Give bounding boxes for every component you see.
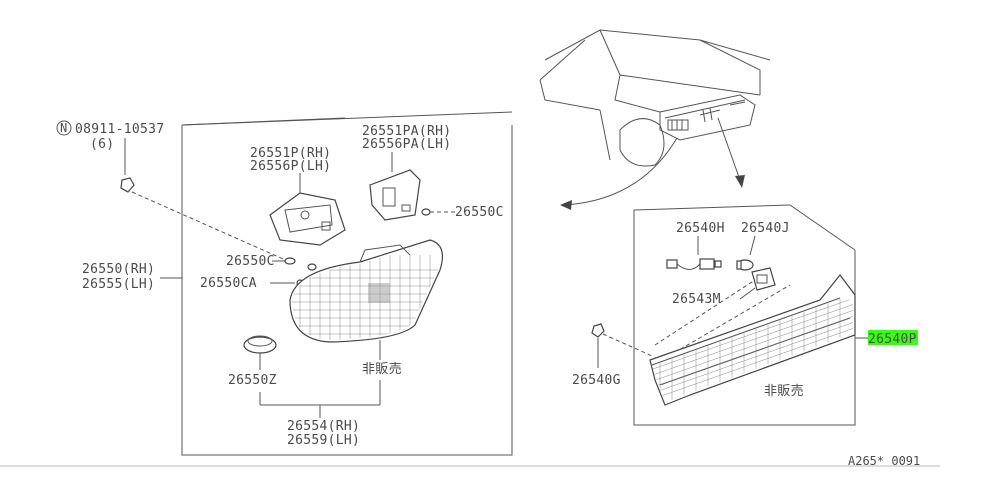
socket-p-icon — [269, 192, 346, 246]
bolt-icon — [120, 177, 135, 193]
svg-text:26550(RH): 26550(RH) — [82, 262, 155, 277]
socket-m-callout: 26543M — [672, 267, 776, 307]
bulb-c-right-icon — [421, 208, 431, 216]
highlight-box — [868, 330, 918, 345]
diagram-code-label: A265* 0091 — [848, 454, 920, 468]
socket-m-icon — [751, 267, 776, 291]
left-assembly-box — [181, 111, 513, 456]
clip-icon — [591, 323, 605, 338]
svg-text:26540G: 26540G — [572, 373, 621, 388]
svg-text:26540J: 26540J — [741, 221, 790, 236]
combination-lamp-lens — [289, 239, 443, 343]
car-rear-sketch — [539, 29, 771, 167]
bulb-c-left-icon — [284, 257, 296, 265]
socket-pa-callout: 26551PA(RH) 26556PA(LH) — [362, 124, 451, 221]
svg-text:26556PA(LH): 26556PA(LH) — [362, 137, 451, 152]
bolt-qty-label: (6) — [90, 137, 114, 152]
arrow-to-left-box — [560, 137, 678, 210]
bulb-j-callout: 26540J — [736, 221, 790, 271]
bulb-ca-callout: 26550CA — [200, 276, 304, 291]
svg-text:26551P(RH): 26551P(RH) — [250, 146, 331, 161]
highlight-part-label: 26540P — [868, 332, 917, 347]
arrow-to-right-box — [717, 117, 745, 188]
grommet-callout: 26550Z — [228, 335, 277, 388]
nfs-right-label: 非販売 — [764, 383, 804, 399]
lamp-assembly-label: 26550(RH) 26555(LH) — [82, 262, 182, 292]
socket-p-callout: 26551P(RH) 26556P(LH) — [250, 146, 346, 246]
harness-callout: 26540H — [666, 221, 725, 270]
bulb-c-left-callout: 26550C — [226, 254, 317, 271]
svg-text:26555(LH): 26555(LH) — [82, 277, 155, 292]
svg-text:非販売: 非販売 — [362, 361, 402, 377]
svg-text:26559(LH): 26559(LH) — [287, 433, 360, 448]
nfs-left-callout: 非販売 — [362, 340, 402, 405]
svg-text:26550C: 26550C — [455, 205, 504, 220]
svg-text:26543M: 26543M — [672, 292, 721, 307]
clip-callout: 26540G — [572, 323, 653, 388]
bolt-code-label: 08911-10537 — [75, 122, 164, 137]
svg-text:26550CA: 26550CA — [200, 276, 257, 291]
rear-finisher-panel — [649, 274, 856, 406]
harness-icon — [666, 258, 722, 270]
lens-part-bracket: 26554(RH) 26559(LH) — [259, 392, 380, 448]
svg-text:26550Z: 26550Z — [228, 373, 277, 388]
n-symbol: N — [60, 121, 67, 135]
svg-text:26554(RH): 26554(RH) — [287, 419, 360, 434]
bulb-c-right-callout: 26550C — [421, 205, 504, 220]
svg-text:26551PA(RH): 26551PA(RH) — [362, 124, 451, 139]
svg-text:26550C: 26550C — [226, 254, 275, 269]
highlighted-part-callout: 26540P — [855, 330, 918, 347]
svg-text:26540H: 26540H — [676, 221, 725, 236]
bolt-callout: N 08911-10537 (6) — [56, 120, 291, 263]
svg-text:26556P(LH): 26556P(LH) — [250, 159, 331, 174]
